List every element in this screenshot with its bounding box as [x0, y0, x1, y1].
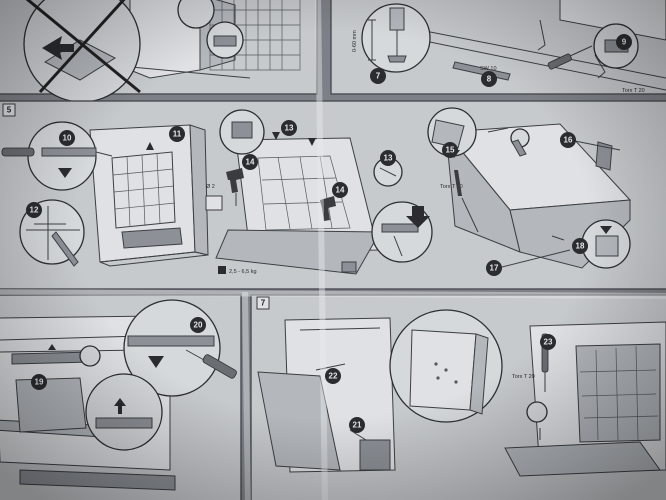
svg-text:17: 17: [490, 264, 499, 273]
callout-15: 15: [442, 142, 458, 158]
svg-text:16: 16: [564, 136, 573, 145]
callout-21: 21: [349, 417, 365, 433]
svg-text:11: 11: [173, 130, 182, 139]
callout-20: 20: [190, 317, 206, 333]
torx-label-c: Torx T 20: [512, 374, 535, 380]
drill-diameter-label: Ø 2: [206, 184, 215, 190]
callout-9: 9: [616, 34, 632, 50]
step-number-5: 5: [7, 106, 12, 115]
weight-label: 2,5 - 6,5 kg: [229, 269, 257, 275]
svg-text:9: 9: [622, 38, 627, 47]
panel-top-left: [0, 0, 318, 103]
svg-text:21: 21: [353, 421, 362, 430]
svg-text:18: 18: [576, 242, 585, 251]
svg-text:8: 8: [487, 75, 492, 84]
svg-text:13: 13: [285, 124, 294, 133]
callout-19: 19: [31, 374, 47, 390]
svg-text:23: 23: [544, 338, 553, 347]
weight-icon: [218, 266, 226, 274]
callout-13-a: 13: [281, 120, 297, 136]
svg-text:19: 19: [35, 378, 44, 387]
callout-17: 17: [486, 260, 502, 276]
callout-7: 7: [370, 68, 386, 84]
height-range-label: 0-60 mm: [352, 30, 358, 52]
svg-text:13: 13: [384, 154, 393, 163]
svg-text:10: 10: [63, 134, 72, 143]
callout-8: 8: [481, 71, 497, 87]
panel-step-5: 5: [0, 100, 666, 290]
callout-14-a: 14: [242, 154, 258, 170]
svg-text:7: 7: [376, 72, 381, 81]
svg-text:15: 15: [446, 146, 455, 155]
callout-14-b: 14: [332, 182, 348, 198]
callout-23: 23: [540, 334, 556, 350]
svg-text:12: 12: [30, 206, 39, 215]
step-number-7: 7: [261, 299, 266, 308]
panel-step-7: 7 Torx T 20: [250, 294, 666, 500]
callout-22: 22: [325, 368, 341, 384]
svg-text:22: 22: [329, 372, 338, 381]
callout-12: 12: [26, 202, 42, 218]
callout-11: 11: [169, 126, 185, 142]
callout-13-b: 13: [380, 150, 396, 166]
callout-18: 18: [572, 238, 588, 254]
torx-label-a: Torx T 20: [622, 88, 645, 94]
callout-16: 16: [560, 132, 576, 148]
svg-text:14: 14: [336, 186, 345, 195]
svg-text:14: 14: [246, 158, 255, 167]
svg-text:20: 20: [194, 321, 203, 330]
callout-10: 10: [59, 130, 75, 146]
